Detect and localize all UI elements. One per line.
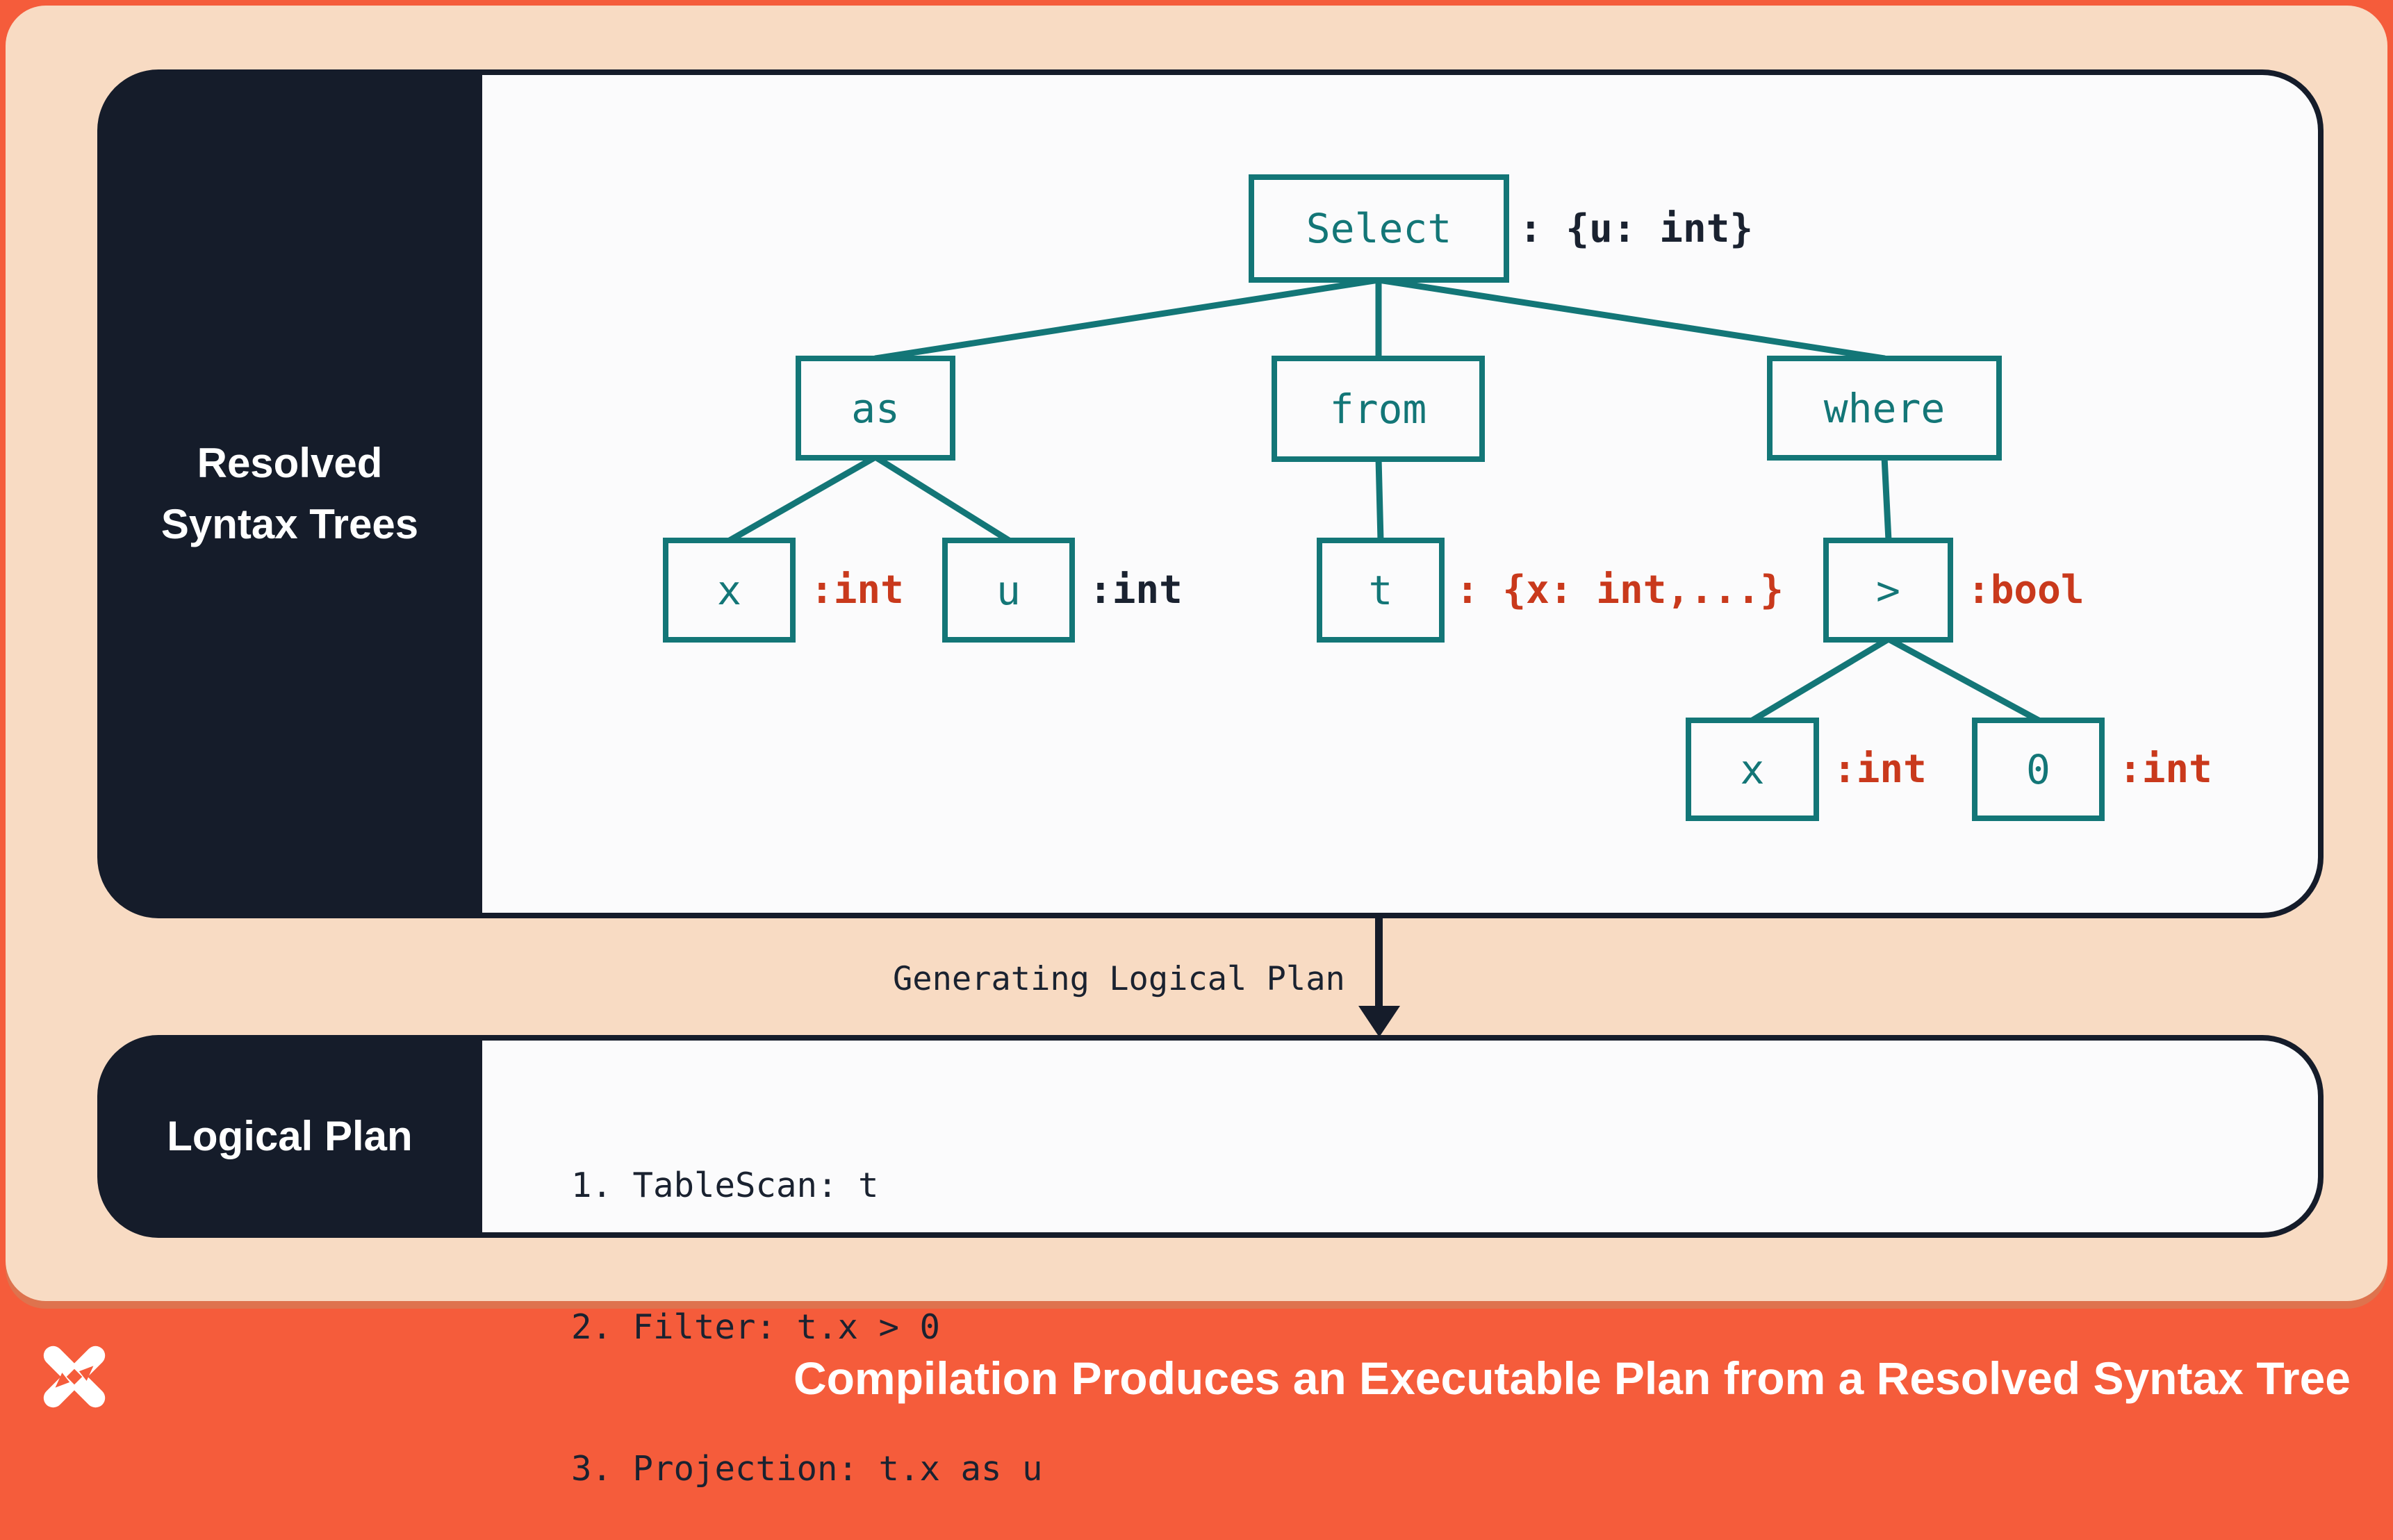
bottom-panel-content-area: [482, 1041, 2318, 1232]
tree-node-x-cmp-label: x: [1740, 745, 1765, 793]
tree-node-as-label: as: [851, 384, 900, 432]
tree-annotation-greater-than-type: :bool: [1967, 538, 2084, 643]
annotation-text: :int: [2119, 747, 2212, 792]
arrow-down-icon: [1375, 918, 1383, 1010]
transition-label: Generating Logical Plan: [893, 960, 1345, 998]
tree-node-greater-than-label: >: [1876, 566, 1900, 614]
tree-node-t: t: [1317, 538, 1445, 643]
sidebar-label-line: Logical Plan: [167, 1113, 413, 1159]
tree-node-x-as: x: [663, 538, 796, 643]
tree-node-u: u: [942, 538, 1075, 643]
arrow-down-head-icon: [1358, 1006, 1400, 1037]
plan-step: 3. Projection: t.x as u: [571, 1449, 1043, 1489]
tree-node-zero: 0: [1972, 718, 2105, 821]
tree-node-t-label: t: [1368, 566, 1393, 614]
tree-node-where-label: where: [1823, 384, 1946, 432]
sidebar-label-line: Resolved: [197, 440, 383, 486]
tree-node-u-label: u: [996, 566, 1021, 614]
sidebar-label-line: Syntax Trees: [161, 501, 419, 547]
tree-node-greater-than: >: [1823, 538, 1953, 643]
tree-node-zero-label: 0: [2026, 745, 2050, 793]
tree-annotation-x-cmp-type: :int: [1833, 718, 1927, 821]
tree-annotation-u-type: :int: [1089, 538, 1183, 643]
tree-annotation-x-as-type: :int: [810, 538, 904, 643]
tree-node-from: from: [1272, 356, 1485, 462]
tree-node-select-label: Select: [1306, 205, 1452, 252]
annotation-text: : {u: int}: [1519, 206, 1754, 251]
resolved-syntax-trees-panel: Resolved Syntax Trees Select : {u: int} …: [97, 69, 2324, 918]
logical-plan-panel: Logical Plan: [97, 1035, 2324, 1238]
footer-caption: Compilation Produces an Executable Plan …: [793, 1352, 2351, 1404]
tree-annotation-zero-type: :int: [2119, 718, 2212, 821]
tree-node-where: where: [1767, 356, 2002, 461]
footer: Compilation Produces an Executable Plan …: [0, 1308, 2393, 1448]
bottom-panel-sidebar: Logical Plan: [97, 1035, 482, 1238]
annotation-text: : {x: int,...}: [1456, 568, 1784, 613]
annotation-text: :int: [1833, 747, 1927, 792]
infographic-canvas: { "colors": { "orange": "#F55C3B", "peac…: [0, 6, 2393, 1489]
tree-node-x-cmp: x: [1686, 718, 1819, 821]
annotation-text: :int: [810, 568, 904, 613]
tree-annotation-select-type: : {u: int}: [1519, 174, 1753, 283]
tree-annotation-t-type: : {x: int,...}: [1456, 538, 1784, 643]
tree-node-select: Select: [1249, 174, 1509, 283]
tree-node-from-label: from: [1329, 385, 1427, 433]
tree-node-as: as: [796, 356, 955, 461]
annotation-text: :bool: [1967, 568, 2084, 613]
plan-step: 1. TableScan: t: [571, 1166, 879, 1205]
tree-edges: [726, 276, 2042, 724]
logical-plan-steps: 1. TableScan: t 2. Filter: t.x > 0 3. Pr…: [571, 1068, 1043, 1540]
annotation-text: :int: [1089, 568, 1183, 613]
top-panel-sidebar: Resolved Syntax Trees: [97, 69, 482, 918]
x-pinwheel-logo-icon: [43, 1346, 106, 1408]
plan-step: 2. Filter: t.x > 0: [571, 1307, 941, 1347]
tree-node-x-as-label: x: [717, 566, 741, 614]
